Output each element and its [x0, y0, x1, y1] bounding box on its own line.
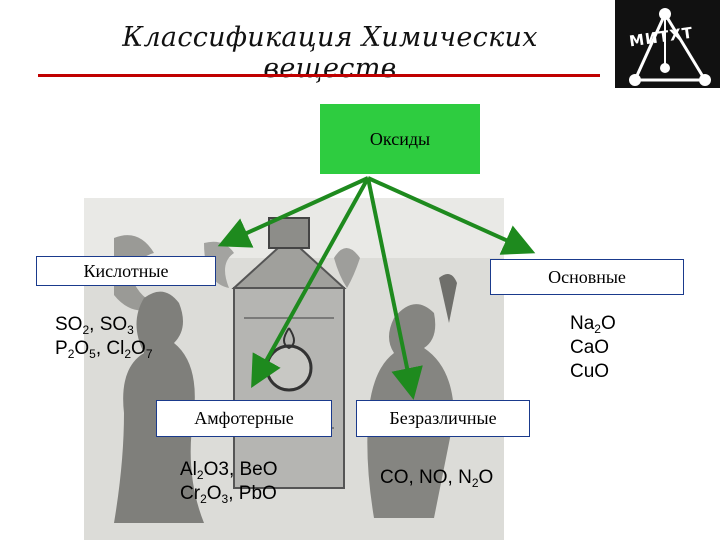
node-oxides: Оксиды [320, 104, 480, 174]
subscript: 2 [124, 347, 132, 361]
formula-line: Cr2O3, PbO [180, 483, 277, 506]
node-indifferent: Безразличные [356, 400, 530, 437]
subscript: 2 [594, 322, 601, 336]
arrow-to-acidic [217, 176, 369, 248]
subscript: 2 [82, 323, 90, 337]
logo: МИТХТ [615, 0, 720, 88]
node-amphoteric-label: Амфотерные [194, 408, 294, 428]
subscript: 7 [145, 347, 153, 361]
formula-line: CO, NO, N2O [380, 467, 494, 490]
subscript: 2 [200, 492, 207, 506]
logo-mark [629, 8, 711, 86]
node-indifferent-label: Безразличные [389, 408, 497, 428]
formula-line: CaO [570, 337, 610, 358]
formula-line: Al2O3, BeO [180, 459, 278, 482]
arrow-to-indifferent [366, 177, 423, 400]
node-oxides-label: Оксиды [369, 128, 431, 149]
alchemy-illustration [84, 198, 504, 540]
formula-line: CuO [570, 361, 610, 382]
subscript: 3 [221, 492, 229, 506]
title-underline [38, 74, 600, 77]
indifferent-examples: CO, NO, N2O [380, 466, 493, 490]
formula-line: P2O5, Cl2O7 [55, 338, 153, 361]
node-acidic-label: Кислотные [83, 260, 169, 281]
arrow-to-amphoteric [251, 177, 370, 388]
node-basic-label: Основные [548, 266, 626, 287]
formula-line: SO2, SO3 [55, 314, 134, 337]
subscript: 2 [471, 476, 479, 490]
subscript: 2 [196, 468, 204, 482]
page-title: Классификация Химических веществ [122, 22, 538, 84]
subscript: 2 [67, 347, 75, 361]
subscript: 3 [127, 323, 134, 337]
arrow-to-basic [367, 176, 536, 255]
node-basic: Основные [490, 259, 684, 295]
node-acidic: Кислотные [36, 256, 216, 286]
formula-line: Na2O [570, 313, 616, 336]
node-amphoteric: Амфотерные [156, 400, 332, 437]
subscript: 5 [89, 347, 96, 361]
